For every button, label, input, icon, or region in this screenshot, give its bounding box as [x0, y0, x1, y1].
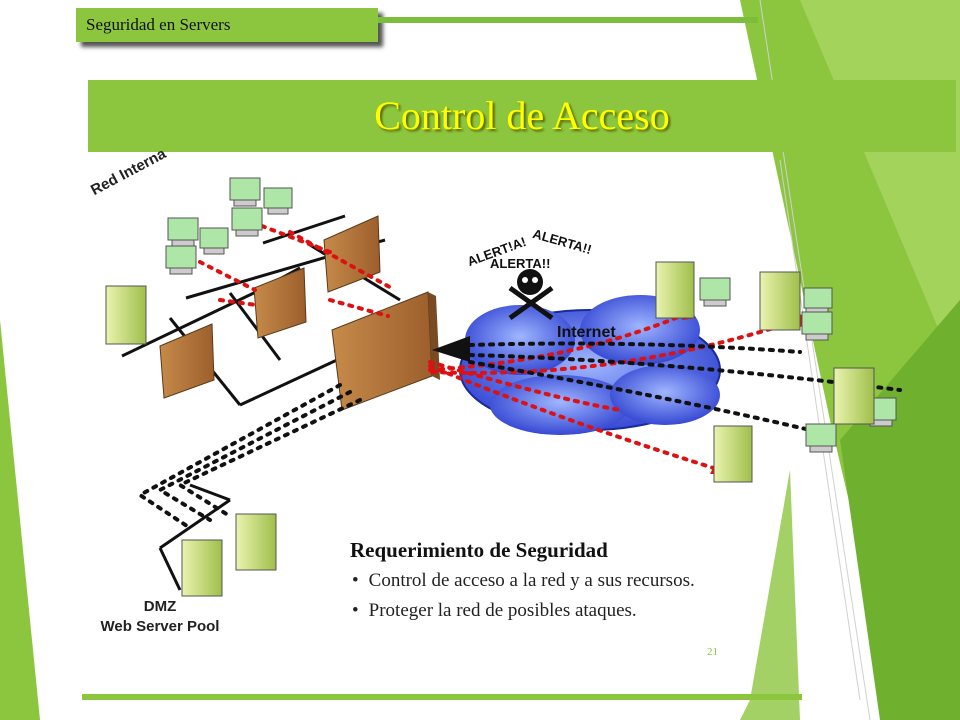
firewall-small-1 [159, 323, 215, 399]
list-item: Proteger la red de posibles ataques. [352, 596, 695, 626]
requirements-title: Requerimiento de Seguridad [350, 538, 608, 562]
page-number: 21 [707, 646, 718, 658]
firewall-small-2 [253, 267, 307, 339]
black-dotted-paths [136, 341, 902, 530]
section-tag-label: Seguridad en Servers [86, 15, 231, 34]
footer-line [82, 694, 802, 700]
dmz-subtitle: Web Server Pool [100, 618, 220, 635]
workstations [165, 177, 897, 453]
attack-arrow [432, 336, 470, 362]
dmz-title: DMZ [143, 598, 177, 615]
servers [105, 261, 875, 597]
red-dotted-paths [198, 224, 807, 472]
tag-underline [378, 17, 758, 23]
firewall-small-3 [323, 215, 381, 293]
internet-cloud [459, 295, 721, 435]
alert-label-3: ALERTA!! [490, 256, 551, 271]
slide-title: Control de Acceso [374, 93, 670, 138]
title-bar [88, 80, 956, 152]
firewall-main [331, 291, 440, 411]
list-item: Control de acceso a la red y a sus recur… [352, 566, 695, 596]
internet-label: Internet [557, 324, 616, 341]
requirements-list: Control de acceso a la red y a sus recur… [352, 566, 695, 626]
section-tag: Seguridad en Servers [76, 8, 378, 42]
dmz-label: DMZ Web Server Pool [60, 597, 260, 637]
skull-icon [508, 269, 554, 321]
